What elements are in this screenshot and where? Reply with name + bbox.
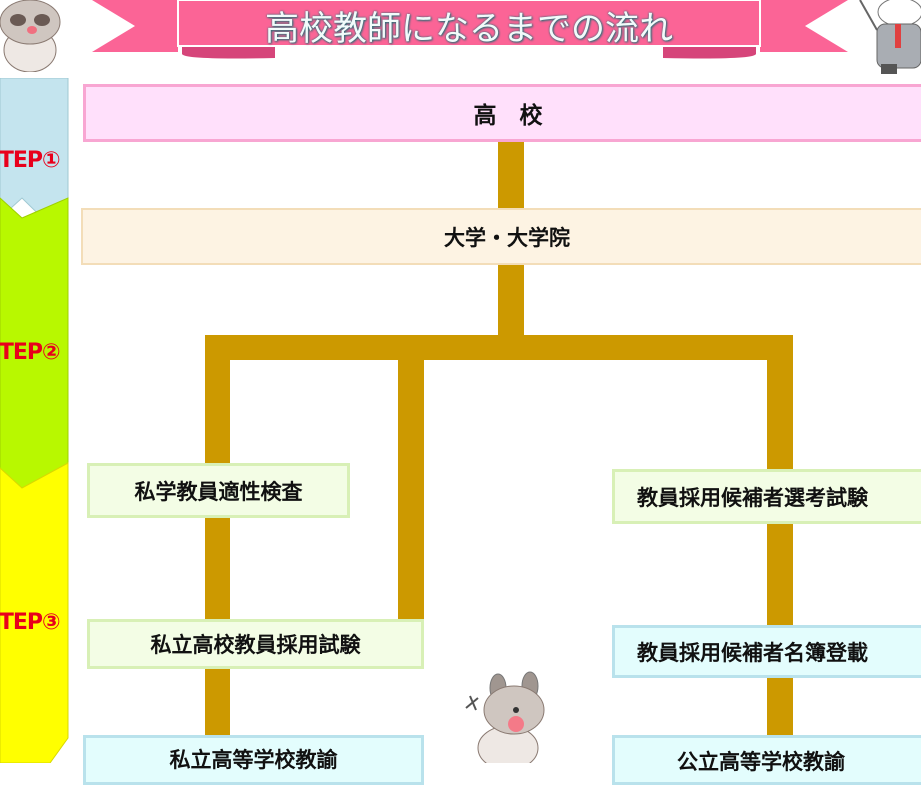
connector bbox=[205, 666, 230, 737]
raccoon-cheering-icon bbox=[465, 671, 545, 763]
high-school-box: 高 校 bbox=[83, 84, 921, 142]
private-aptitude-box: 私学教員適性検査 bbox=[87, 463, 350, 518]
public-teacher-box: 公立高等学校教諭 bbox=[612, 735, 921, 785]
step-2-label: STEP② bbox=[0, 340, 61, 365]
page-title: 高校教師になるまでの流れ bbox=[265, 8, 673, 49]
public-list-box: 教員採用候補者名簿登載 bbox=[612, 625, 921, 678]
connector bbox=[205, 335, 793, 360]
step-1-label: STEP① bbox=[0, 148, 61, 173]
connector bbox=[498, 264, 524, 339]
connector bbox=[205, 355, 230, 465]
panda-teacher-icon bbox=[859, 0, 921, 74]
raccoon-mascot-icon bbox=[0, 0, 61, 72]
private-exam-box: 私立高校教員採用試験 bbox=[87, 619, 424, 669]
connector bbox=[498, 141, 524, 209]
connector bbox=[767, 355, 793, 471]
connector bbox=[398, 355, 424, 622]
connector bbox=[767, 675, 793, 737]
connector bbox=[205, 515, 230, 621]
connector bbox=[767, 521, 793, 627]
step-arrows bbox=[0, 78, 69, 763]
title-ribbon bbox=[92, 0, 848, 59]
step-3-label: STEP③ bbox=[0, 610, 61, 635]
public-exam-box: 教員採用候補者選考試験 bbox=[612, 469, 921, 524]
private-teacher-box: 私立高等学校教諭 bbox=[83, 735, 424, 785]
university-box: 大学・大学院 bbox=[81, 208, 921, 265]
